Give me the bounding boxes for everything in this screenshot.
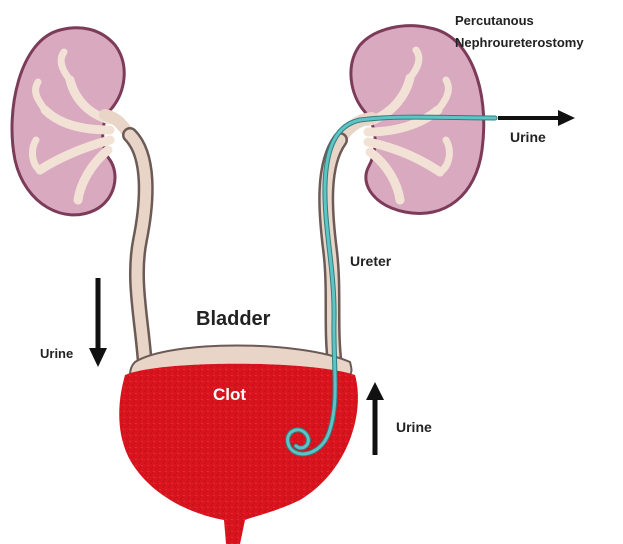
urine-label-right-top: Urine bbox=[510, 129, 546, 145]
clot-label: Clot bbox=[213, 385, 246, 404]
bladder-label: Bladder bbox=[196, 308, 271, 330]
arrow-right-icon bbox=[498, 110, 575, 126]
arrow-down-icon bbox=[89, 278, 107, 367]
left-ureter bbox=[130, 135, 146, 365]
ureter-label: Ureter bbox=[350, 253, 392, 269]
urine-label-right-bottom: Urine bbox=[396, 419, 432, 435]
procedure-label-line1: Percutanous bbox=[455, 13, 534, 28]
arrow-up-icon bbox=[366, 382, 384, 455]
left-kidney bbox=[12, 28, 130, 215]
procedure-label-line2: Nephroureterostomy bbox=[455, 35, 584, 50]
urine-label-left: Urine bbox=[40, 346, 73, 361]
